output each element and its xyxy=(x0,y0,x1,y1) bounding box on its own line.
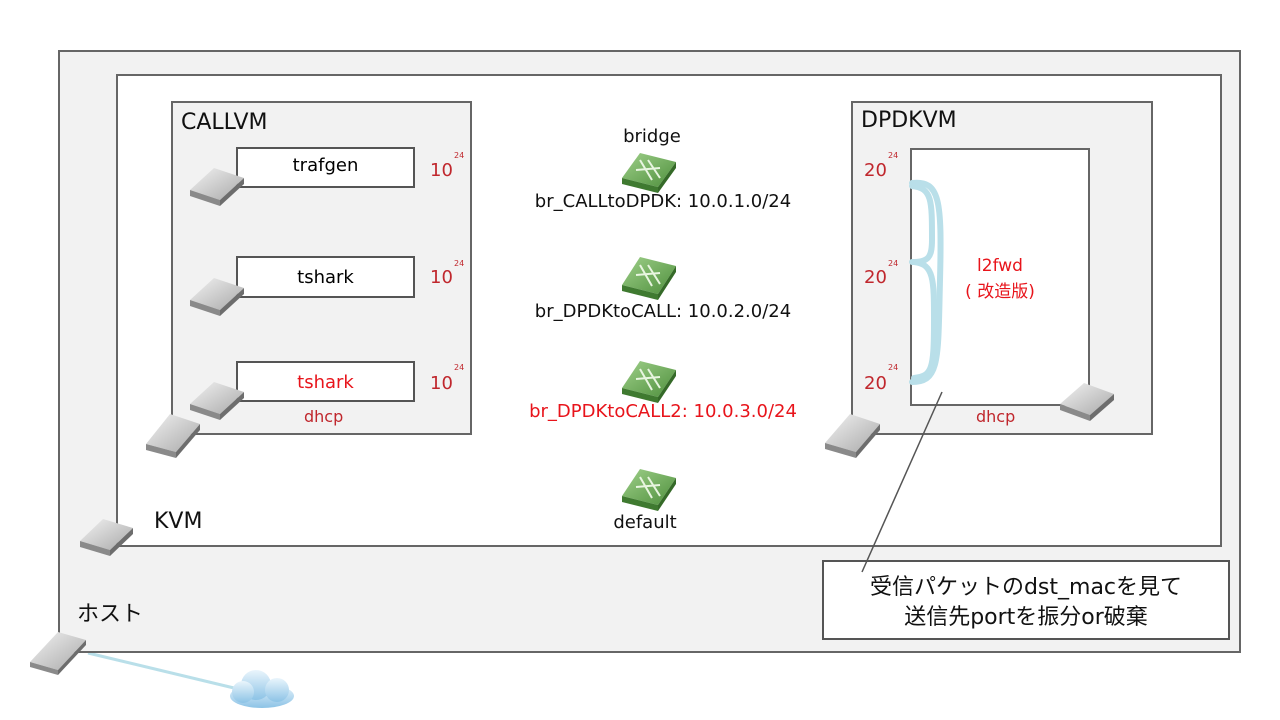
iface-dpdkvm-1-prefix: 24 xyxy=(888,151,899,160)
app-label-tshark2: tshark xyxy=(297,372,354,393)
l2fwd-label: l2fwd xyxy=(977,256,1023,276)
bridge-label-3: br_DPDKtoCALL2: 10.0.3.0/24 xyxy=(529,401,797,422)
vm-icon xyxy=(190,168,244,206)
kvm-label: KVM xyxy=(154,509,203,534)
bridge-header: bridge xyxy=(623,126,681,147)
app-box-tshark[interactable] xyxy=(236,256,415,298)
vm-icon xyxy=(146,414,200,458)
switch-icon[interactable] xyxy=(622,153,676,193)
dpdkvm-label: DPDKVM xyxy=(861,108,957,133)
link-host-internet xyxy=(87,651,235,690)
iface-dpdkvm-3: 20 xyxy=(864,373,887,394)
vm-icon xyxy=(825,414,880,458)
iface-dpdkvm-2-prefix: 24 xyxy=(888,259,899,268)
app-box-tshark2[interactable] xyxy=(236,361,415,402)
iface-dpdkvm-2: 20 xyxy=(864,267,887,288)
vm-icon xyxy=(1060,383,1114,421)
callout-line-1: 受信パケットのdst_macを見て xyxy=(869,575,1183,600)
app-label-trafgen: trafgen xyxy=(292,155,359,176)
switch-icon[interactable] xyxy=(622,361,676,403)
iface-callvm-1-prefix: 24 xyxy=(454,151,465,160)
iface-callvm-2: 10 xyxy=(430,267,453,288)
l2fwd-forwarding-lines xyxy=(909,179,944,385)
callvm-label: CALLVM xyxy=(181,110,268,135)
default-bridge-label: default xyxy=(613,512,677,533)
switch-icon[interactable] xyxy=(622,257,676,300)
callout-pointer xyxy=(861,391,943,573)
dhcp-callvm: dhcp xyxy=(304,407,344,426)
iface-dpdkvm-1: 20 xyxy=(864,160,887,181)
l2fwd-sublabel: ( 改造版) xyxy=(965,282,1035,302)
switch-icon[interactable] xyxy=(622,469,676,511)
dhcp-dpdkvm: dhcp xyxy=(976,407,1016,426)
callout-line-2: 送信先portを振分or破棄 xyxy=(904,605,1148,630)
iface-callvm-3: 10 xyxy=(430,373,453,394)
host-label: ホスト xyxy=(77,602,144,627)
bridge-label-2: br_DPDKtoCALL: 10.0.2.0/24 xyxy=(534,301,792,322)
iface-callvm-3-prefix: 24 xyxy=(454,363,465,372)
vm-icon xyxy=(190,382,244,420)
cloud-icon xyxy=(230,670,294,708)
iface-callvm-2-prefix: 24 xyxy=(454,259,465,268)
app-label-tshark: tshark xyxy=(297,267,354,288)
bridge-label-1: br_CALLtoDPDK: 10.0.1.0/24 xyxy=(534,191,792,212)
host-icon xyxy=(30,632,86,675)
app-box-trafgen[interactable] xyxy=(236,147,415,188)
callout-box xyxy=(822,560,1230,640)
iface-callvm-1: 10 xyxy=(430,160,453,181)
vm-icon xyxy=(190,278,244,316)
kvm-icon xyxy=(80,519,133,556)
iface-dpdkvm-3-prefix: 24 xyxy=(888,363,899,372)
